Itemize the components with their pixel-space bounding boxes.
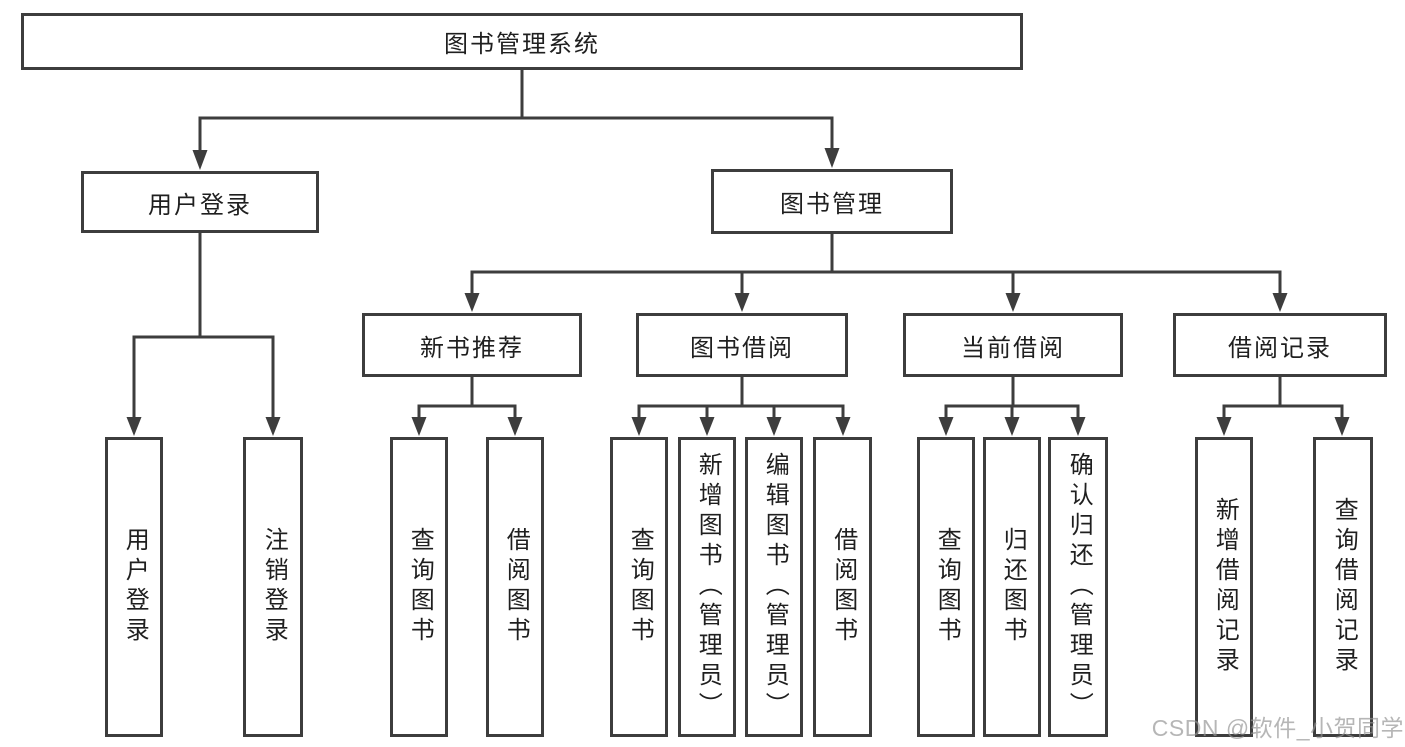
leaf-query-books-recommend-label: 查询图书 (406, 527, 434, 647)
node-current-borrowing: 当前借阅 (903, 313, 1123, 377)
watermark-text: CSDN @软件_小贺同学 (1151, 715, 1404, 741)
leaf-user-login-label: 用户登录 (121, 527, 149, 647)
node-book-management: 图书管理 (711, 169, 953, 234)
node-root: 图书管理系统 (21, 13, 1023, 70)
leaf-borrow-books-recommend: 借阅图书 (486, 437, 544, 737)
leaf-query-books-current: 查询图书 (917, 437, 975, 737)
leaf-query-borrow-record: 查询借阅记录 (1313, 437, 1373, 737)
leaf-query-books-current-label: 查询图书 (933, 527, 961, 647)
node-book-borrowing: 图书借阅 (636, 313, 848, 377)
leaf-edit-book-admin: 编辑图书（管理员） (745, 437, 803, 737)
leaf-add-book-admin: 新增图书（管理员） (678, 437, 736, 737)
leaf-edit-book-admin-label: 编辑图书（管理员） (761, 452, 789, 722)
node-new-book-recommend: 新书推荐 (362, 313, 582, 377)
node-borrowing-records: 借阅记录 (1173, 313, 1387, 377)
node-new-book-recommend-label: 新书推荐 (420, 334, 524, 362)
leaf-user-login: 用户登录 (105, 437, 163, 737)
node-book-borrowing-label: 图书借阅 (690, 334, 794, 362)
leaf-query-borrow-record-label: 查询借阅记录 (1330, 497, 1358, 677)
leaf-add-book-admin-label: 新增图书（管理员） (694, 452, 722, 722)
leaf-confirm-return-admin-label: 确认归还（管理员） (1065, 452, 1093, 722)
node-root-label: 图书管理系统 (444, 31, 600, 58)
leaf-query-books-borrowing: 查询图书 (610, 437, 668, 737)
leaf-confirm-return-admin: 确认归还（管理员） (1048, 437, 1108, 737)
leaf-return-book-label: 归还图书 (999, 527, 1027, 647)
node-current-borrowing-label: 当前借阅 (961, 334, 1065, 362)
leaf-add-borrow-record-label: 新增借阅记录 (1211, 497, 1239, 677)
leaf-borrow-books-borrowing-label: 借阅图书 (829, 527, 857, 647)
leaf-logout-label: 注销登录 (260, 527, 288, 647)
node-user-login: 用户登录 (81, 171, 319, 233)
leaf-return-book: 归还图书 (983, 437, 1041, 737)
node-borrowing-records-label: 借阅记录 (1228, 334, 1332, 362)
leaf-add-borrow-record: 新增借阅记录 (1195, 437, 1253, 737)
leaf-borrow-books-borrowing: 借阅图书 (813, 437, 872, 737)
leaf-borrow-books-recommend-label: 借阅图书 (502, 527, 530, 647)
leaf-logout: 注销登录 (243, 437, 303, 737)
node-user-login-label: 用户登录 (148, 191, 252, 219)
leaf-query-books-recommend: 查询图书 (390, 437, 448, 737)
leaf-query-books-borrowing-label: 查询图书 (626, 527, 654, 647)
node-book-management-label: 图书管理 (780, 191, 884, 218)
